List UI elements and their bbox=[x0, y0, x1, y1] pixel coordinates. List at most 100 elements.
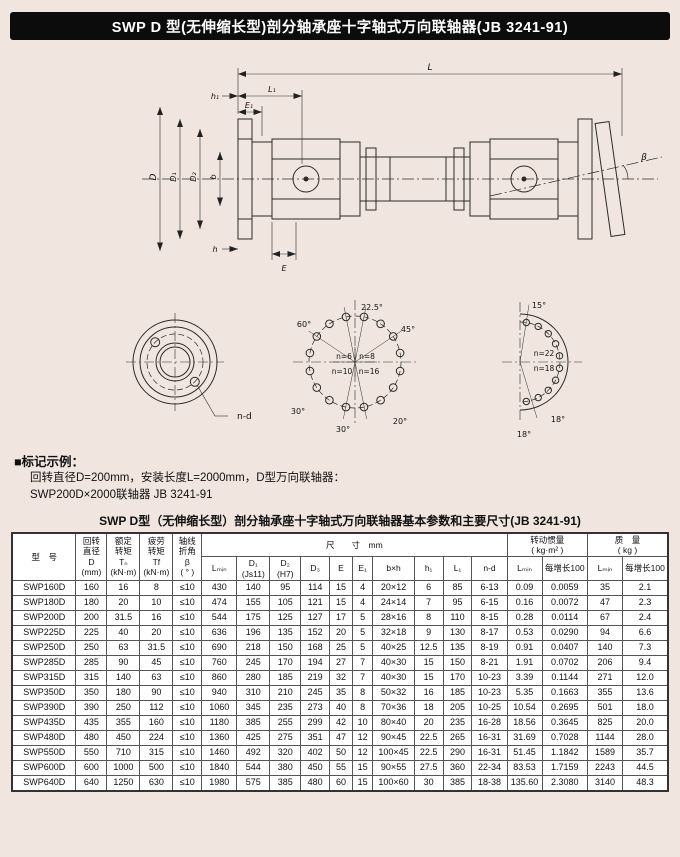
value-cell: 90×45 bbox=[372, 729, 415, 746]
value-cell: ≤10 bbox=[172, 744, 203, 761]
value-cell: 250 bbox=[75, 639, 108, 656]
value-cell: 105 bbox=[269, 594, 302, 611]
value-cell: 6-13 bbox=[471, 579, 508, 596]
value-cell: 474 bbox=[201, 594, 238, 611]
value-cell: 351 bbox=[300, 729, 331, 746]
value-cell: 175 bbox=[236, 609, 271, 626]
value-cell: 42 bbox=[329, 714, 353, 731]
value-cell: 575 bbox=[236, 774, 271, 792]
value-cell: 15 bbox=[351, 774, 374, 792]
label-angle-30-left: 30° bbox=[291, 407, 305, 416]
value-cell: 45 bbox=[139, 654, 174, 671]
col-group-mass: 质 量 ( kg ) bbox=[586, 531, 669, 558]
col-mass-lmin: Lₘᵢₙ bbox=[586, 556, 624, 581]
value-cell: 600 bbox=[75, 759, 108, 776]
value-cell: 224 bbox=[139, 729, 174, 746]
value-cell: 20 bbox=[106, 594, 141, 611]
value-cell: 15 bbox=[351, 759, 374, 776]
value-cell: 22-34 bbox=[471, 759, 508, 776]
dim-D2: D₂ bbox=[189, 172, 198, 182]
value-cell: ≤10 bbox=[172, 684, 203, 701]
value-cell: 492 bbox=[236, 744, 271, 761]
value-cell: 28×16 bbox=[372, 609, 415, 626]
value-cell: 94 bbox=[586, 624, 624, 641]
value-cell: 480 bbox=[75, 729, 108, 746]
label-n18: n=18 bbox=[534, 364, 555, 373]
value-cell: 5 bbox=[351, 609, 374, 626]
label-angle-20: 20° bbox=[393, 417, 407, 426]
value-cell: 0.09 bbox=[506, 579, 543, 596]
value-cell: 0.28 bbox=[506, 609, 543, 626]
value-cell: ≤10 bbox=[172, 654, 203, 671]
value-cell: ≤10 bbox=[172, 639, 203, 656]
value-cell: 2.4 bbox=[622, 609, 669, 626]
value-cell: 435 bbox=[75, 714, 108, 731]
value-cell: 315 bbox=[139, 744, 174, 761]
value-cell: 3140 bbox=[586, 774, 624, 792]
value-cell: ≤10 bbox=[172, 579, 203, 596]
col-e1: E₁ bbox=[351, 556, 374, 581]
value-cell: 544 bbox=[236, 759, 271, 776]
value-cell: 6-15 bbox=[471, 594, 508, 611]
col-lmin: Lₘᵢₙ bbox=[201, 556, 238, 581]
value-cell: 155 bbox=[236, 594, 271, 611]
model-cell: SWP480D bbox=[11, 729, 77, 746]
value-cell: 10-23 bbox=[471, 684, 508, 701]
flange-face-view bbox=[126, 313, 228, 417]
marking-example: ■标记示例： 回转直径D=200mm，安装长度L=2000mm，D型万向联轴器：… bbox=[14, 451, 666, 505]
col-model: 型 号 bbox=[11, 532, 77, 581]
value-cell: 150 bbox=[269, 639, 302, 656]
value-cell: 9 bbox=[413, 624, 444, 641]
value-cell: 170 bbox=[442, 669, 473, 686]
value-cell: 47 bbox=[586, 594, 624, 611]
value-cell: 345 bbox=[236, 699, 271, 716]
value-cell: 8 bbox=[413, 609, 444, 626]
value-cell: 430 bbox=[201, 579, 238, 596]
value-cell: 16-31 bbox=[471, 744, 508, 761]
col-inertia-lmin: Lₘᵢₙ bbox=[506, 556, 543, 581]
value-cell: 31.5 bbox=[139, 639, 174, 656]
value-cell: 185 bbox=[442, 684, 473, 701]
value-cell: 1.7159 bbox=[541, 759, 588, 776]
value-cell: 50 bbox=[329, 744, 353, 761]
value-cell: 90 bbox=[139, 684, 174, 701]
value-cell: 480 bbox=[300, 774, 331, 792]
value-cell: 121 bbox=[300, 594, 331, 611]
value-cell: 8 bbox=[139, 579, 174, 596]
value-cell: 90×55 bbox=[372, 759, 415, 776]
value-cell: 90 bbox=[106, 654, 141, 671]
value-cell: 125 bbox=[269, 609, 302, 626]
value-cell: 5 bbox=[351, 624, 374, 641]
value-cell: 194 bbox=[300, 654, 331, 671]
label-angle-22-5: 22.5° bbox=[361, 303, 383, 312]
value-cell: 10.54 bbox=[506, 699, 543, 716]
value-cell: ≤10 bbox=[172, 714, 203, 731]
value-cell: 0.0290 bbox=[541, 624, 588, 641]
value-cell: 7 bbox=[413, 594, 444, 611]
value-cell: 219 bbox=[300, 669, 331, 686]
value-cell: 20 bbox=[139, 624, 174, 641]
value-cell: 1360 bbox=[201, 729, 238, 746]
value-cell: 16 bbox=[413, 684, 444, 701]
value-cell: 24×14 bbox=[372, 594, 415, 611]
value-cell: 0.3645 bbox=[541, 714, 588, 731]
value-cell: 50×32 bbox=[372, 684, 415, 701]
value-cell: 9.4 bbox=[622, 654, 669, 671]
col-fatigue-torque: 疲劳 转矩 Tf (kN·m) bbox=[139, 532, 174, 581]
value-cell: 152 bbox=[300, 624, 331, 641]
value-cell: 636 bbox=[201, 624, 238, 641]
value-cell: 285 bbox=[75, 654, 108, 671]
table-title: SWP D型（无伸缩长型）剖分轴承座十字轴式万向联轴器基本参数和主要尺寸(JB … bbox=[99, 513, 581, 528]
value-cell: 20 bbox=[329, 624, 353, 641]
value-cell: 48.3 bbox=[622, 774, 669, 792]
label-angle-30-bottom: 30° bbox=[336, 425, 350, 434]
model-cell: SWP350D bbox=[11, 684, 77, 701]
label-angle-60: 60° bbox=[297, 320, 311, 329]
model-cell: SWP225D bbox=[11, 624, 77, 641]
value-cell: 180 bbox=[75, 594, 108, 611]
value-cell: 60 bbox=[329, 774, 353, 792]
value-cell: 22.5 bbox=[413, 729, 444, 746]
value-cell: 4 bbox=[351, 594, 374, 611]
